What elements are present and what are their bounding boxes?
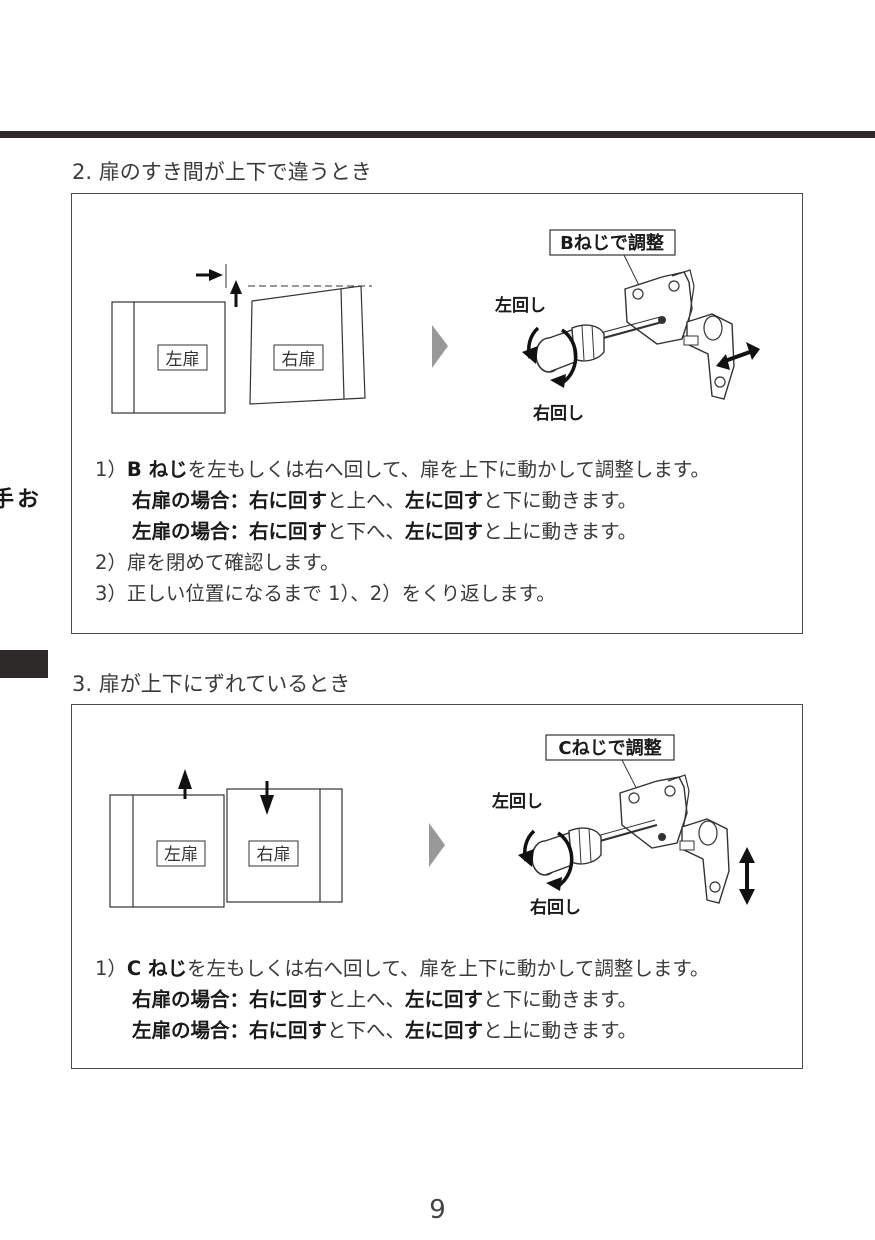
right-turn-label: 右回し xyxy=(530,897,581,918)
step-1-text: を左もしくは右へ回して、扉を上下に動かして調整します。 xyxy=(187,458,710,481)
step-3: 3）正しい位置になるまで 1）、2）をくり返します。 xyxy=(95,582,556,605)
left-turn-arrow xyxy=(518,849,534,867)
case-label: 右扉の場合： xyxy=(132,988,250,1011)
step-1-right-door: 右扉の場合：右に回すと上へ、左に回すと下に動きます。 xyxy=(95,984,709,1015)
step-1-number: 1） xyxy=(95,957,127,980)
callout-label: Bねじで調整 xyxy=(560,232,664,254)
right-turn-arrow xyxy=(546,877,562,891)
turn-label: 左に回す xyxy=(405,1019,484,1042)
left-door: 左扉 xyxy=(111,301,226,414)
gap-arrow-up xyxy=(230,280,242,294)
move-text: と下に動きます。 xyxy=(483,988,638,1011)
left-turn-arrow xyxy=(522,346,538,364)
section-2-steps: 1）B ねじを左もしくは右へ回して、扉を上下に動かして調整します。 右扉の場合：… xyxy=(95,454,710,609)
section-3-diagram: 左扉 右扉 Cねじで調整 xyxy=(109,734,755,918)
section-2-title: 2. 扉のすき間が上下で違うとき xyxy=(72,160,372,184)
turn-label: 右に回す xyxy=(249,1019,328,1042)
left-door: 左扉 xyxy=(109,769,225,908)
step-1-right-door: 右扉の場合：右に回すと上へ、左に回すと下に動きます。 xyxy=(95,485,710,516)
move-text: と下へ、 xyxy=(327,1019,406,1042)
hinge-c-illustration: Cねじで調整 左回し 右回し xyxy=(492,734,755,918)
move-text: と上に動きます。 xyxy=(483,520,638,543)
step-2: 2）扉を閉めて確認します。 xyxy=(95,551,340,574)
move-text: と上に動きます。 xyxy=(483,1019,638,1042)
screw-c-label: C ねじ xyxy=(126,957,188,980)
case-label: 右扉の場合： xyxy=(132,489,250,512)
adjust-arrow xyxy=(746,342,760,360)
turn-label: 右に回す xyxy=(249,988,328,1011)
hinge-b-illustration: Bねじで調整 左回し 右回し xyxy=(495,229,760,424)
top-rule xyxy=(0,131,875,138)
right-door: 右扉 xyxy=(226,781,343,903)
section-3-title: 3. 扉が上下にずれているとき xyxy=(72,672,351,696)
side-tab-marker xyxy=(0,650,48,678)
callout-box xyxy=(549,229,676,256)
vertical-adjust-arrow xyxy=(739,889,755,905)
case-label: 左扉の場合： xyxy=(132,520,250,543)
right-turn-arrow xyxy=(550,374,566,388)
turn-label: 右に回す xyxy=(249,489,328,512)
right-door-tilted: 右扉 xyxy=(249,285,366,405)
left-door-label: 左扉 xyxy=(164,845,198,865)
right-door-label: 右扉 xyxy=(282,350,316,370)
turn-label: 左に回す xyxy=(405,489,484,512)
right-door-label: 右扉 xyxy=(257,845,291,865)
callout-label: Cねじで調整 xyxy=(558,737,661,759)
up-arrow xyxy=(178,769,192,789)
step-1-number: 1） xyxy=(95,458,127,481)
step-1-left-door: 左扉の場合：右に回すと下へ、左に回すと上に動きます。 xyxy=(95,1015,709,1046)
left-door-label: 左扉 xyxy=(166,350,200,370)
left-turn-label: 左回し xyxy=(495,295,546,316)
move-text: と下へ、 xyxy=(327,520,406,543)
turn-label: 左に回す xyxy=(405,988,484,1011)
move-text: と上へ、 xyxy=(327,489,406,512)
side-title: お手入れ方法 xyxy=(0,487,38,509)
page-number: 9 xyxy=(429,1195,446,1225)
callout-box xyxy=(545,734,675,761)
section-2-panel: 左扉 右扉 Bねじで調整 xyxy=(71,193,803,634)
left-turn-label: 左回し xyxy=(492,791,543,812)
case-label: 左扉の場合： xyxy=(132,1019,250,1042)
step-1-left-door: 左扉の場合：右に回すと下へ、左に回すと上に動きます。 xyxy=(95,516,710,547)
right-turn-label: 右回し xyxy=(533,403,584,424)
turn-label: 左に回す xyxy=(405,520,484,543)
step-1: 1）C ねじを左もしくは右へ回して、扉を上下に動かして調整します。 xyxy=(95,953,709,984)
section-3-panel: 左扉 右扉 Cねじで調整 xyxy=(71,704,803,1069)
step-1-text: を左もしくは右へ回して、扉を上下に動かして調整します。 xyxy=(187,957,710,980)
gap-arrow-right xyxy=(209,269,223,281)
next-step-arrow xyxy=(429,823,445,867)
section-2-diagram: 左扉 右扉 Bねじで調整 xyxy=(111,229,760,424)
down-arrow xyxy=(260,795,274,815)
gap-indicator xyxy=(196,264,372,307)
section-3-steps: 1）C ねじを左もしくは右へ回して、扉を上下に動かして調整します。 右扉の場合：… xyxy=(95,953,709,1046)
step-1: 1）B ねじを左もしくは右へ回して、扉を上下に動かして調整します。 xyxy=(95,454,710,485)
move-text: と上へ、 xyxy=(327,988,406,1011)
screw-b-label: B ねじ xyxy=(126,458,188,481)
next-step-arrow xyxy=(432,325,448,368)
turn-label: 右に回す xyxy=(249,520,328,543)
move-text: と下に動きます。 xyxy=(483,489,638,512)
